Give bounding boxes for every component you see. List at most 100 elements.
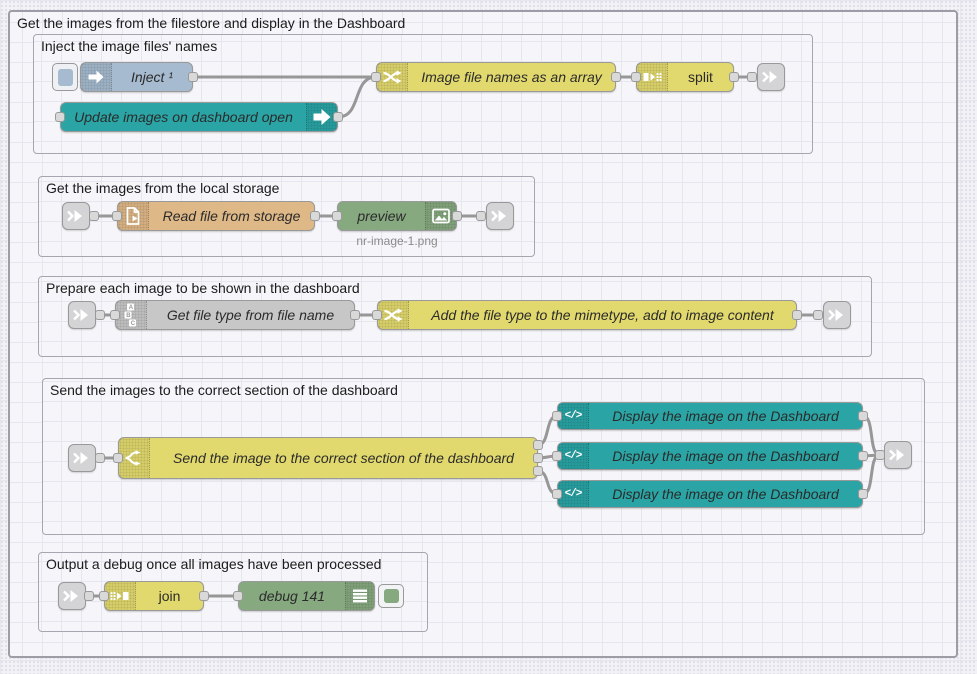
port-split-out[interactable]: [729, 72, 739, 82]
port-file-in[interactable]: [112, 211, 122, 221]
port-linkout-in[interactable]: [875, 450, 885, 460]
node-switch-send[interactable]: Send the image to the correct section of…: [118, 437, 538, 479]
port-linkin-out[interactable]: [95, 453, 105, 463]
node-display-dashboard-3[interactable]: </> Display the image on the Dashboard: [557, 480, 863, 508]
inject-trigger-inner: [57, 68, 73, 86]
node-inject[interactable]: Inject ¹: [80, 62, 193, 92]
port-preview-in[interactable]: [332, 211, 342, 221]
link-in-node[interactable]: [68, 444, 96, 472]
node-debug[interactable]: debug 141: [238, 581, 375, 611]
port-switch-out-2[interactable]: [533, 453, 543, 463]
port-fn-out[interactable]: [611, 72, 621, 82]
port-filetype-out[interactable]: [350, 310, 360, 320]
switch-icon: [119, 438, 150, 478]
port-display3-out[interactable]: [858, 489, 868, 499]
link-in-node[interactable]: [68, 301, 96, 329]
port-switch-out-1[interactable]: [533, 440, 543, 450]
node-get-filetype[interactable]: A B C Get file type from file name: [115, 300, 355, 330]
port-linkout-in[interactable]: [813, 310, 823, 320]
port-linkin-out[interactable]: [84, 591, 94, 601]
port-inject-out[interactable]: [188, 72, 198, 82]
port-display3-in[interactable]: [552, 489, 562, 499]
port-display2-out[interactable]: [858, 451, 868, 461]
split-icon: [637, 63, 668, 91]
group-inject-names[interactable]: Inject the image files' names: [33, 34, 813, 154]
inject-trigger-button[interactable]: [52, 63, 78, 91]
link-out-icon: [762, 71, 777, 83]
port-split-in[interactable]: [631, 72, 641, 82]
port-join-in[interactable]: [99, 591, 109, 601]
node-update-images[interactable]: Update images on dashboard open: [60, 102, 338, 132]
link-out-node[interactable]: [757, 63, 785, 91]
link-out-node[interactable]: [823, 301, 851, 329]
node-preview[interactable]: preview: [337, 201, 457, 231]
link-in-icon: [73, 309, 88, 321]
node-read-file[interactable]: Read file from storage: [117, 201, 315, 231]
port-preview-out[interactable]: [452, 211, 462, 221]
group-label: Send the images to the correct section o…: [50, 382, 398, 398]
inject-arrow-icon: [81, 63, 112, 91]
link-in-node[interactable]: [58, 582, 86, 610]
node-split[interactable]: split: [636, 62, 734, 92]
link-out-icon: [491, 210, 506, 222]
svg-text:C: C: [131, 321, 136, 327]
svg-text:A: A: [129, 305, 134, 311]
debug-toggle-button[interactable]: [378, 584, 404, 608]
template-code-icon: </>: [558, 481, 589, 507]
debug-toggle-inner: [383, 589, 399, 603]
node-label: debug 141: [258, 588, 326, 604]
port-linkin-out[interactable]: [95, 310, 105, 320]
port-fn-in[interactable]: [371, 72, 381, 82]
node-join[interactable]: join: [104, 581, 204, 611]
node-label: preview: [357, 208, 406, 224]
port-display1-out[interactable]: [858, 411, 868, 421]
dashboard-event-arrow-icon: [306, 103, 337, 131]
node-label: Display the image on the Dashboard: [612, 448, 839, 464]
node-label: join: [158, 588, 181, 604]
node-label: Update images on dashboard open: [74, 109, 293, 125]
port-switch-in[interactable]: [113, 453, 123, 463]
debug-list-icon: [345, 582, 374, 610]
node-add-mimetype[interactable]: Add the file type to the mimetype, add t…: [377, 300, 797, 330]
group-label: Prepare each image to be shown in the da…: [46, 280, 360, 296]
link-in-node[interactable]: [62, 202, 90, 230]
port-filetype-in[interactable]: [110, 310, 120, 320]
change-shuffle-icon: [377, 63, 408, 91]
port-linkin-out[interactable]: [89, 211, 99, 221]
group-label: Get the images from the filestore and di…: [17, 15, 406, 31]
wire[interactable]: [336, 75, 378, 119]
port-mimetype-out[interactable]: [792, 310, 802, 320]
node-label: Inject ¹: [130, 69, 173, 85]
group-label: Get the images from the local storage: [46, 180, 280, 196]
port-join-out[interactable]: [199, 591, 209, 601]
node-label: Get file type from file name: [166, 307, 335, 323]
link-out-icon: [828, 309, 843, 321]
node-label: Display the image on the Dashboard: [612, 408, 839, 424]
change-shuffle-icon: [378, 301, 409, 329]
link-in-icon: [63, 590, 78, 602]
port-linkout-in[interactable]: [747, 72, 757, 82]
port-switch-out-3[interactable]: [533, 466, 543, 476]
link-out-node[interactable]: [884, 441, 912, 469]
node-display-dashboard-2[interactable]: </> Display the image on the Dashboard: [557, 442, 863, 470]
port-mimetype-in[interactable]: [372, 310, 382, 320]
node-label: Image file names as an array: [421, 69, 602, 85]
port-update-in[interactable]: [55, 112, 65, 122]
node-display-dashboard-1[interactable]: </> Display the image on the Dashboard: [557, 402, 863, 430]
port-linkout-in[interactable]: [476, 211, 486, 221]
port-display1-in[interactable]: [552, 411, 562, 421]
node-label: Display the image on the Dashboard: [612, 486, 839, 502]
join-icon: [105, 582, 136, 610]
port-file-out[interactable]: [310, 211, 320, 221]
node-image-file-names[interactable]: Image file names as an array: [376, 62, 616, 92]
link-in-icon: [73, 452, 88, 464]
template-code-icon: </>: [558, 403, 589, 429]
node-label: Read file from storage: [162, 208, 301, 224]
port-update-out[interactable]: [333, 112, 343, 122]
group-label: Inject the image files' names: [41, 38, 218, 54]
port-display2-in[interactable]: [552, 451, 562, 461]
link-out-node[interactable]: [486, 202, 514, 230]
port-debug-in[interactable]: [233, 591, 243, 601]
abc-icon: A B C: [116, 301, 147, 329]
